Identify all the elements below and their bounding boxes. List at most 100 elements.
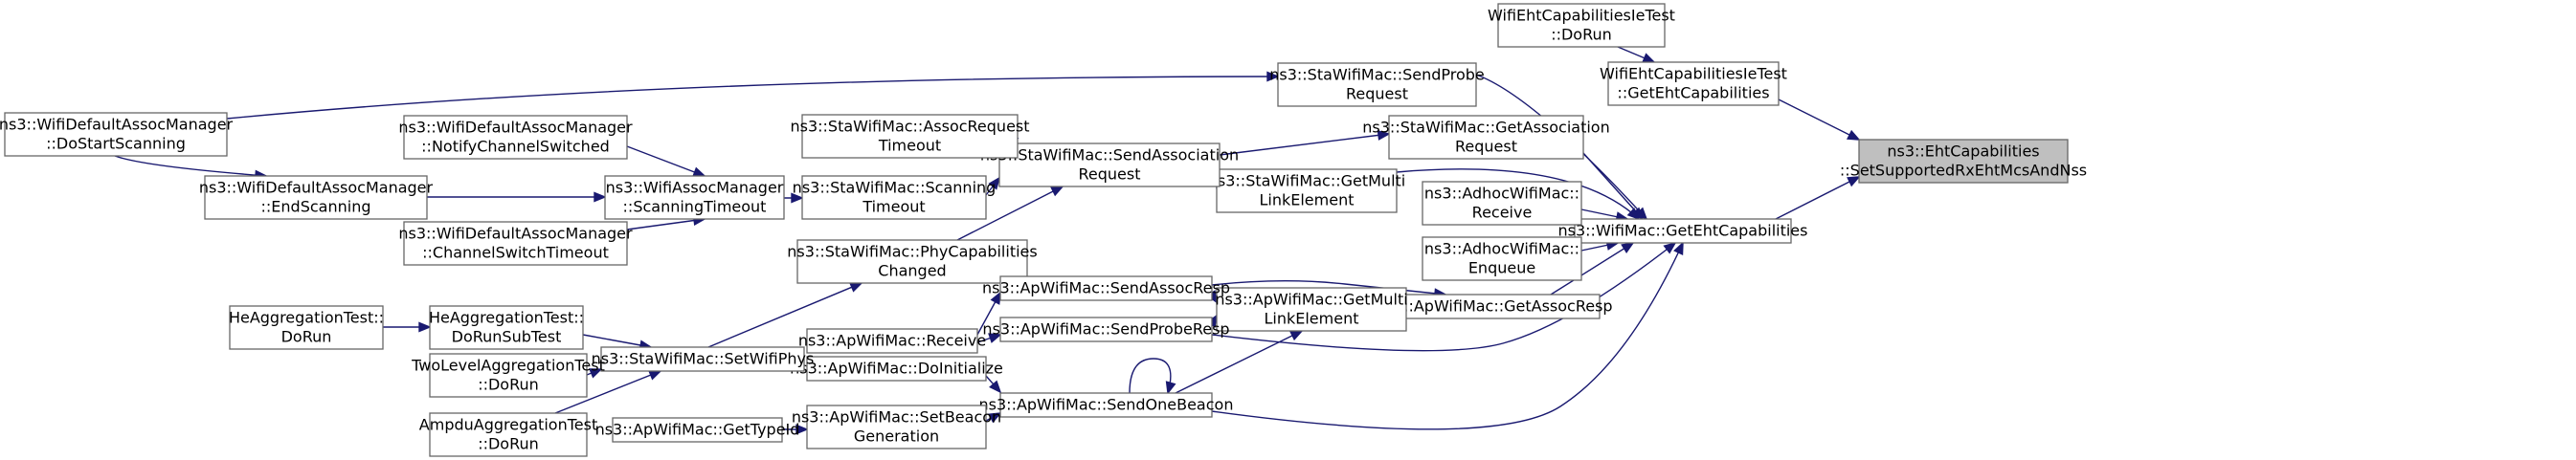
node-dflt-chswitchtimeout[interactable]: ns3::WifiDefaultAssocManager::ChannelSwi… bbox=[398, 221, 633, 266]
node-label: ::DoStartScanning bbox=[46, 135, 186, 153]
node-box bbox=[403, 115, 628, 160]
edge-line bbox=[626, 218, 706, 230]
node-box bbox=[1607, 61, 1780, 106]
node-label: ns3::ApWifiMac::SendOneBeacon bbox=[979, 396, 1234, 414]
edge-dflt-endscanning-to-assocmgr-scanningtimeout bbox=[427, 191, 607, 203]
node-box bbox=[4, 112, 228, 157]
arrow-head-icon bbox=[1847, 176, 1861, 187]
edge-line bbox=[707, 282, 862, 348]
node-label: Enqueue bbox=[1468, 259, 1535, 277]
edge-ap-setbeacongen-to-ap-sendonebeacon bbox=[985, 412, 1002, 424]
node-sta-scanningtimeout[interactable]: ns3::StaWifiMac::ScanningTimeout bbox=[793, 175, 997, 220]
edge-ap-doinitialize-to-ap-sendonebeacon bbox=[985, 375, 1002, 394]
node-label: LinkElement bbox=[1259, 191, 1354, 209]
edge-line bbox=[226, 76, 1279, 120]
node-sta-setwifiphys[interactable]: ns3::StaWifiMac::SetWifiPhys bbox=[592, 346, 815, 372]
nodes-layer: ns3::EhtCapabilities::SetSupportedRxEhtM… bbox=[0, 3, 2087, 457]
node-box bbox=[204, 175, 428, 220]
node-adhoc-receive[interactable]: ns3::AdhocWifiMac::Receive bbox=[1422, 181, 1582, 226]
edge-line bbox=[1778, 99, 1860, 141]
arrow-head-icon bbox=[988, 412, 1002, 424]
node-box bbox=[229, 305, 384, 350]
node-ampdu-dorun[interactable]: AmpduAggregationTest::DoRun bbox=[419, 412, 597, 457]
node-ap-receive[interactable]: ns3::ApWifiMac::Receive bbox=[798, 328, 986, 354]
arrow-head-icon bbox=[1621, 242, 1635, 253]
edge-line bbox=[1550, 242, 1634, 296]
node-ap-sendonebeacon[interactable]: ns3::ApWifiMac::SendOneBeacon bbox=[979, 392, 1234, 418]
arrow-head-icon bbox=[989, 380, 1002, 394]
node-box bbox=[1216, 168, 1398, 213]
arrow-head-icon bbox=[791, 192, 804, 204]
node-label: ns3::StaWifiMac::GetMulti bbox=[1208, 172, 1405, 190]
edge-line bbox=[1396, 168, 1640, 220]
node-label: ns3::EhtCapabilities bbox=[1887, 142, 2039, 161]
node-label: Generation bbox=[854, 427, 939, 446]
node-label: Timeout bbox=[878, 137, 941, 155]
node-label: ns3::WifiDefaultAssocManager bbox=[398, 119, 633, 137]
node-label: LinkElement bbox=[1264, 310, 1358, 328]
node-label: ns3::ApWifiMac::GetMulti bbox=[1215, 291, 1407, 309]
node-label: ns3::ApWifiMac::GetTypeId bbox=[595, 421, 800, 439]
node-box bbox=[801, 175, 987, 220]
node-box bbox=[429, 412, 588, 457]
node-box bbox=[1388, 294, 1601, 319]
arrow-head-icon bbox=[648, 370, 662, 381]
node-ehtcap-setsupported: ns3::EhtCapabilities::SetSupportedRxEhtM… bbox=[1840, 139, 2087, 184]
edge-line bbox=[956, 186, 1064, 241]
node-label: ::SetSupportedRxEhtMcsAndNss bbox=[1840, 162, 2087, 180]
node-label: DoRun bbox=[281, 328, 332, 346]
node-label: Request bbox=[1079, 165, 1141, 184]
edge-ap-receive-to-ap-sendproberesp bbox=[976, 333, 1002, 343]
node-dflt-endscanning[interactable]: ns3::WifiDefaultAssocManager::EndScannin… bbox=[199, 175, 434, 220]
edge-ap-getassocresp-to-wifimac-getehtcap bbox=[1550, 242, 1635, 296]
node-wifiehtcapie-dorun[interactable]: WifiEhtCapabilitiesIeTest::DoRun bbox=[1488, 3, 1675, 48]
node-ap-sendassocresp[interactable]: ns3::ApWifiMac::SendAssocResp bbox=[982, 275, 1230, 301]
arrow-head-icon bbox=[988, 333, 1002, 343]
arrow-head-icon bbox=[1289, 330, 1304, 341]
node-label: ns3::WifiDefaultAssocManager bbox=[0, 116, 234, 134]
node-dflt-notifychannel[interactable]: ns3::WifiDefaultAssocManager::NotifyChan… bbox=[398, 115, 633, 160]
node-heagg-dorunsubtest[interactable]: HeAggregationTest::DoRunSubTest bbox=[429, 305, 584, 350]
arrow-head-icon bbox=[1050, 186, 1064, 197]
node-ap-sendproberesp[interactable]: ns3::ApWifiMac::SendProbeResp bbox=[982, 317, 1230, 342]
node-ap-gettypeid[interactable]: ns3::ApWifiMac::GetTypeId bbox=[595, 417, 800, 443]
node-ap-doinitialize[interactable]: ns3::ApWifiMac::DoInitialize bbox=[790, 356, 1003, 382]
edge-ap-gettypeid-to-ap-setbeacongen bbox=[782, 424, 809, 435]
node-box bbox=[429, 305, 584, 350]
node-twolevel-dorun[interactable]: TwoLevelAggregationTest::DoRun bbox=[411, 353, 605, 398]
node-ap-getassocresp[interactable]: ns3::ApWifiMac::GetAssocResp bbox=[1376, 294, 1613, 319]
arrow-head-icon bbox=[1165, 381, 1176, 395]
node-heagg-dorun[interactable]: HeAggregationTest::DoRun bbox=[229, 305, 384, 350]
node-box bbox=[999, 317, 1213, 342]
node-label: ::ChannelSwitchTimeout bbox=[422, 244, 609, 262]
node-label: ::GetEhtCapabilities bbox=[1617, 84, 1769, 102]
node-label: Receive bbox=[1472, 204, 1533, 222]
edge-sta-scanningtimeout-to-sta-sendassocreq bbox=[985, 176, 1001, 196]
node-assocmgr-scanningtimeout[interactable]: ns3::WifiAssocManager::ScanningTimeout bbox=[604, 175, 785, 220]
node-wifiehtcapie-getehtcap[interactable]: WifiEhtCapabilitiesIeTest::GetEhtCapabil… bbox=[1600, 61, 1787, 106]
edge-wifiehtcapie-dorun-to-wifiehtcapie-getehtcap bbox=[1617, 46, 1656, 63]
node-label: ns3::StaWifiMac::SendProbe bbox=[1269, 66, 1485, 84]
node-dflt-dostartscanning[interactable]: ns3::WifiDefaultAssocManager::DoStartSca… bbox=[0, 112, 234, 157]
node-label: ns3::ApWifiMac::SendProbeResp bbox=[982, 320, 1229, 339]
node-label: ns3::WifiMac::GetEhtCapabilities bbox=[1558, 222, 1808, 240]
node-label: ns3::WifiDefaultAssocManager bbox=[398, 225, 633, 243]
node-label: ns3::StaWifiMac::Scanning bbox=[793, 179, 997, 197]
node-label: ns3::StaWifiMac::SendAssociation bbox=[980, 146, 1239, 164]
node-label: ns3::ApWifiMac::GetAssocResp bbox=[1376, 297, 1612, 316]
node-label: ns3::ApWifiMac::SendAssocResp bbox=[982, 279, 1230, 297]
node-wifimac-getehtcap[interactable]: ns3::WifiMac::GetEhtCapabilities bbox=[1558, 218, 1808, 244]
arrow-head-icon bbox=[1377, 129, 1391, 141]
arrow-head-icon bbox=[1626, 207, 1641, 221]
node-adhoc-enqueue[interactable]: ns3::AdhocWifiMac::Enqueue bbox=[1422, 236, 1582, 281]
edge-line bbox=[1175, 330, 1303, 394]
